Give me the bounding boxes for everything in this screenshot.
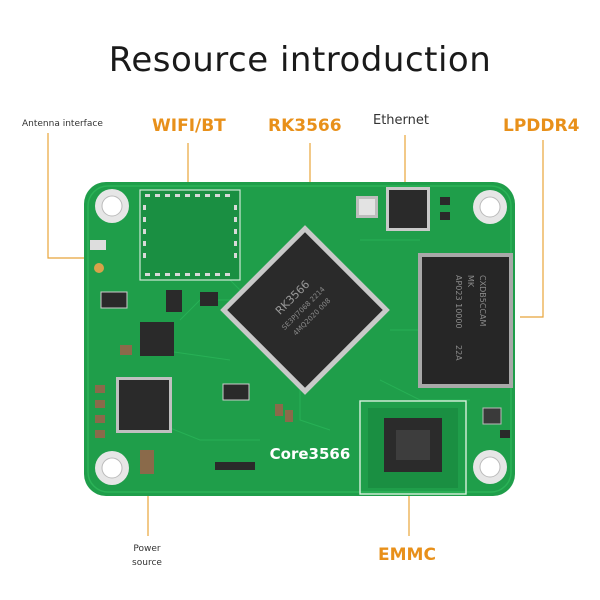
antenna-label: Antenna interface <box>22 119 103 129</box>
emmc-chip <box>359 400 467 495</box>
wifi-label: WIFI/BT <box>152 116 226 136</box>
power-label-line1: Power <box>133 544 161 554</box>
lpddr-chip: CXDB5CCAM MK AP023 10000 22A <box>418 253 513 388</box>
ram-marking-1: CXDB5CCAM <box>478 275 487 326</box>
ram-marking-3: AP023 10000 <box>454 275 463 329</box>
lpddr-leader <box>520 140 544 318</box>
ethernet-label: Ethernet <box>373 113 429 128</box>
ram-marking-2: MK <box>466 275 475 288</box>
antenna-leader <box>47 133 95 259</box>
power-label: Power source <box>126 542 168 570</box>
emmc-label: EMMC <box>378 545 436 565</box>
wifi-module <box>139 189 241 281</box>
silkscreen-label: Core3566 <box>270 445 351 463</box>
ethernet-chip <box>356 187 450 231</box>
page-title: Resource introduction <box>108 40 492 80</box>
left-components <box>90 240 510 474</box>
power-label-line2: source <box>132 558 162 568</box>
soc-label: RK3566 <box>268 116 342 136</box>
ram-marking-4: 22A <box>454 345 463 361</box>
lpddr-label: LPDDR4 <box>503 116 580 136</box>
mounting-holes <box>95 189 507 485</box>
